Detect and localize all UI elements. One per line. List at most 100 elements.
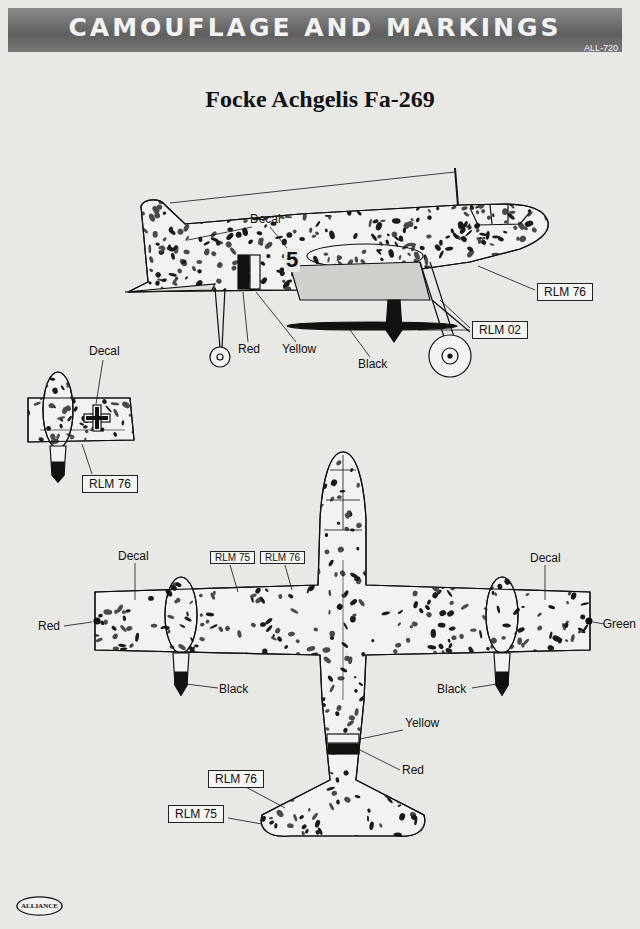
side-view <box>466 273 472 280</box>
side-view <box>427 215 433 221</box>
top-view <box>449 466 454 473</box>
top-view <box>165 524 169 529</box>
node-text: RLM 76 <box>544 285 586 299</box>
top-view <box>457 762 460 767</box>
top-view <box>248 488 253 495</box>
top-view <box>165 577 197 653</box>
side-view <box>392 218 401 224</box>
side-view <box>426 234 432 239</box>
side-view <box>327 256 330 263</box>
top-view <box>440 545 445 550</box>
side-view <box>275 235 283 239</box>
top-view <box>544 748 552 754</box>
side-view <box>382 191 390 199</box>
decal-number: 5 <box>284 248 300 272</box>
top-view <box>290 534 296 540</box>
side-view <box>421 196 427 202</box>
top-view <box>544 465 549 470</box>
leader-line <box>360 750 400 770</box>
side-view <box>504 258 509 264</box>
top-view <box>475 510 484 516</box>
top-view <box>98 613 103 617</box>
top-view <box>112 517 120 526</box>
side-view <box>222 288 225 348</box>
top-view <box>545 708 553 712</box>
top-view <box>398 812 406 821</box>
top-view <box>399 456 409 466</box>
side-view <box>149 256 155 264</box>
top-view <box>254 587 261 595</box>
side-view <box>270 193 277 198</box>
top-view <box>454 766 461 773</box>
top-view <box>121 567 130 572</box>
wing-detail-view <box>61 406 68 415</box>
top-view <box>199 613 204 618</box>
top-view <box>299 814 305 820</box>
top-view <box>89 704 93 710</box>
wing-detail-view <box>132 390 137 395</box>
top-view <box>391 675 398 679</box>
wing-detail-view <box>113 408 120 418</box>
top-view <box>368 729 375 736</box>
top-view <box>141 769 144 774</box>
top-view <box>187 705 196 715</box>
top-view <box>367 815 369 821</box>
top-view <box>206 612 215 616</box>
top-view <box>379 823 383 828</box>
top-view <box>438 623 446 628</box>
top-view <box>570 634 575 643</box>
top-view <box>374 452 380 458</box>
side-view <box>442 348 458 364</box>
top-view <box>278 566 283 572</box>
top-view <box>402 575 407 580</box>
leader-line <box>82 444 92 474</box>
side-view <box>448 354 452 358</box>
side-view <box>540 254 546 260</box>
top-view <box>211 753 218 760</box>
top-view <box>431 629 437 638</box>
top-view <box>212 474 216 479</box>
top-view <box>578 483 585 491</box>
top-view <box>86 448 598 844</box>
top-view <box>186 552 191 557</box>
top-view <box>266 687 271 694</box>
top-view <box>512 762 516 768</box>
top-view <box>224 670 234 679</box>
top-view <box>300 766 306 773</box>
top-view <box>278 594 283 599</box>
top-view <box>479 663 484 669</box>
top-view <box>231 817 237 822</box>
top-view <box>456 774 463 782</box>
top-view <box>359 459 368 464</box>
top-view <box>269 820 275 825</box>
top-view <box>354 795 360 799</box>
side-view <box>169 227 173 232</box>
node-text: RLM 75 <box>175 807 217 821</box>
top-view <box>426 538 432 542</box>
top-view <box>116 787 123 795</box>
top-view <box>93 531 98 537</box>
top-view <box>392 648 398 655</box>
side-view <box>410 218 414 222</box>
top-view <box>491 813 496 819</box>
node-text: RLM 76 <box>215 772 257 786</box>
top-view <box>258 477 264 483</box>
top-view <box>353 688 358 693</box>
color-label: Black <box>437 682 466 696</box>
side-view <box>135 265 143 271</box>
side-view <box>215 278 222 285</box>
top-view <box>371 639 374 642</box>
top-view <box>547 534 556 541</box>
top-view <box>205 619 210 624</box>
top-view <box>412 696 418 700</box>
side-view <box>388 193 395 201</box>
top-view <box>292 492 300 501</box>
top-view <box>570 565 580 575</box>
top-view <box>568 700 576 708</box>
top-view <box>502 623 511 627</box>
top-view <box>427 644 436 650</box>
top-view <box>369 467 376 475</box>
top-view <box>503 568 510 572</box>
wing-detail-view <box>121 373 128 380</box>
top-view <box>502 763 507 769</box>
